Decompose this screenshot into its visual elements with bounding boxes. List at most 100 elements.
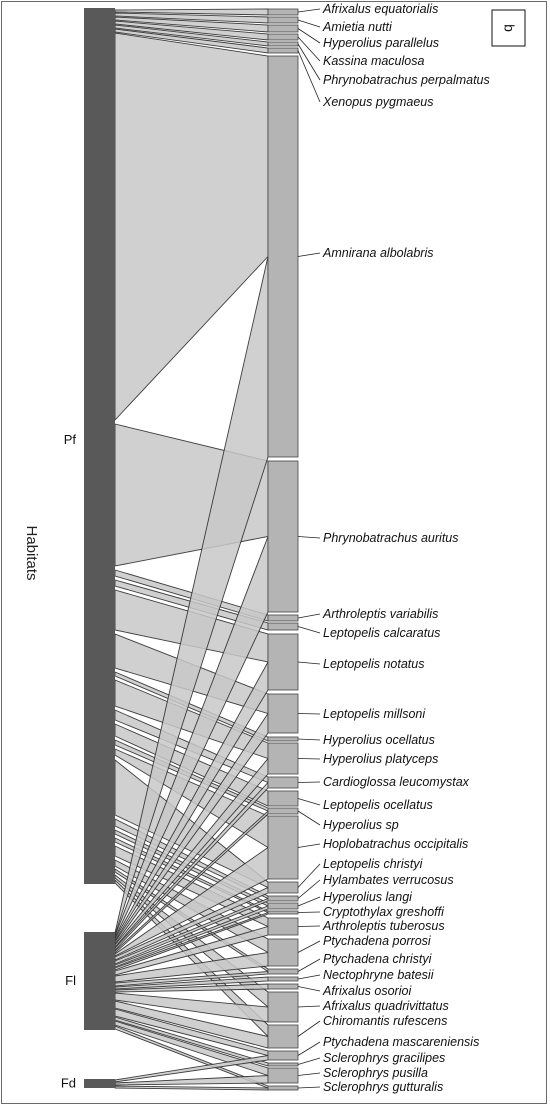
leader-line — [297, 986, 321, 992]
species-label: Leptopelis millsoni — [323, 707, 426, 721]
species-label: Cryptothylax greshoffi — [323, 905, 445, 919]
species-bar-afrixalus-osorioi — [267, 983, 299, 990]
species-label: Leptopelis christyi — [323, 857, 424, 871]
leader-line — [297, 1086, 321, 1089]
species-bar-xenopus-pygmaeus — [267, 47, 299, 54]
species-bar-hyperolius-parallelus — [267, 24, 299, 33]
species-bar-afrixalus-equatorialis — [267, 8, 299, 16]
species-bar-hyperolius-ocellatus — [267, 736, 299, 742]
leader-line — [297, 713, 321, 715]
label-leader-lines — [297, 8, 321, 1089]
species-label: Hyperolius langi — [323, 890, 413, 904]
leader-line — [297, 974, 321, 980]
species-label: Afrixalus quadrivittatus — [322, 999, 449, 1013]
leader-line — [297, 1005, 321, 1008]
species-bars — [267, 8, 299, 1091]
species-bar-ptychadena-porrosi — [267, 938, 299, 967]
leader-line — [297, 940, 321, 953]
species-bar-sclerophrys-pusilla — [267, 1067, 299, 1084]
leader-line — [297, 626, 321, 634]
leader-line — [297, 252, 321, 257]
species-label: Leptopelis ocellatus — [323, 798, 433, 812]
species-label: Amnirana albolabris — [322, 246, 433, 260]
species-bar-phrynobatrachus-perpalmatus — [267, 41, 299, 47]
species-label: Chiromantis rufescens — [323, 1014, 447, 1028]
habitat-bars — [84, 8, 115, 1088]
species-bar-chiromantis-rufescens — [267, 1024, 299, 1049]
leader-line — [297, 43, 321, 81]
species-bar-arthroleptis-variabilis — [267, 614, 299, 622]
species-bar-leptopelis-ocellatus — [267, 790, 299, 807]
species-bar-sclerophrys-gracilipes — [267, 1062, 299, 1067]
leader-line — [297, 536, 321, 539]
habitat-bar-pf — [84, 8, 115, 884]
species-bar-leptopelis-christyi — [267, 881, 299, 894]
habitat-bar-fl — [84, 932, 115, 1030]
leader-line — [297, 1020, 321, 1037]
leader-line — [297, 879, 321, 899]
habitat-label-fl: Fl — [65, 973, 76, 988]
panel-letter: b — [501, 24, 517, 32]
interaction-link — [114, 1085, 269, 1091]
leader-line — [297, 863, 321, 888]
species-bar-hoplobatrachus-occipitalis — [267, 815, 299, 880]
species-bar-kassina-maculosa — [267, 33, 299, 41]
leader-line — [297, 781, 321, 783]
habitat-bar-fd — [84, 1079, 115, 1088]
leader-line — [297, 36, 321, 62]
species-label: Phrynobatrachus auritus — [323, 531, 459, 545]
leader-line — [297, 843, 321, 848]
species-label: Afrixalus osorioi — [322, 984, 412, 998]
leader-line — [297, 28, 321, 44]
leader-line — [297, 925, 321, 927]
leader-line — [297, 911, 321, 913]
species-label: Amietia nutti — [322, 20, 393, 34]
species-bar-amietia-nutti — [267, 16, 299, 24]
leader-line — [297, 613, 321, 619]
species-label: Hyperolius platyceps — [323, 752, 438, 766]
species-label: Hyperolius sp — [323, 818, 399, 832]
species-label: Ptychadena porrosi — [323, 934, 432, 948]
species-label: Afrixalus equatorialis — [322, 2, 438, 16]
species-bar-leptopelis-notatus — [267, 633, 299, 691]
leader-line — [297, 798, 321, 806]
species-bar-amnirana-albolabris — [267, 55, 299, 458]
leader-line — [297, 8, 321, 13]
interaction-links — [114, 8, 269, 1091]
leader-line — [297, 896, 321, 907]
species-label: Cardioglossa leucomystax — [323, 775, 470, 789]
species-label: Phrynobatrachus perpalmatus — [323, 73, 490, 87]
species-bar-arthroleptis-tuberosus — [267, 917, 299, 936]
species-label: Hylambates verrucosus — [323, 873, 454, 887]
species-label: Sclerophrys pusilla — [323, 1066, 428, 1080]
species-label: Sclerophrys gracilipes — [323, 1051, 445, 1065]
species-label: Sclerophrys gutturalis — [323, 1080, 443, 1094]
leader-line — [297, 758, 321, 760]
species-label: Arthroleptis tuberosus — [322, 919, 445, 933]
species-bar-afrixalus-quadrivittatus — [267, 991, 299, 1023]
habitat-label-fd: Fd — [61, 1076, 76, 1091]
species-label: Arthroleptis variabilis — [322, 607, 438, 621]
species-bar-nectophryne-batesii — [267, 976, 299, 982]
species-label: Ptychadena mascareniensis — [323, 1035, 479, 1049]
species-bar-hyperolius-sp — [267, 807, 299, 815]
species-label: Ptychadena christyi — [323, 952, 433, 966]
species-bar-cryptothylax-greshoffi — [267, 910, 299, 915]
leader-line — [297, 1041, 321, 1056]
species-bar-sclerophrys-gutturalis — [267, 1085, 299, 1091]
species-label: Hyperolius ocellatus — [323, 733, 435, 747]
species-bar-hylambates-verrucosus — [267, 895, 299, 902]
species-bar-leptopelis-calcaratus — [267, 622, 299, 631]
species-bar-cardioglossa-leucomystax — [267, 776, 299, 789]
leader-line — [297, 738, 321, 741]
species-bar-phrynobatrachus-auritus — [267, 460, 299, 613]
species-bar-hyperolius-langi — [267, 902, 299, 910]
leader-line — [297, 19, 321, 28]
species-bar-hyperolius-platyceps — [267, 742, 299, 775]
leader-line — [297, 810, 321, 826]
leader-line — [297, 50, 321, 103]
